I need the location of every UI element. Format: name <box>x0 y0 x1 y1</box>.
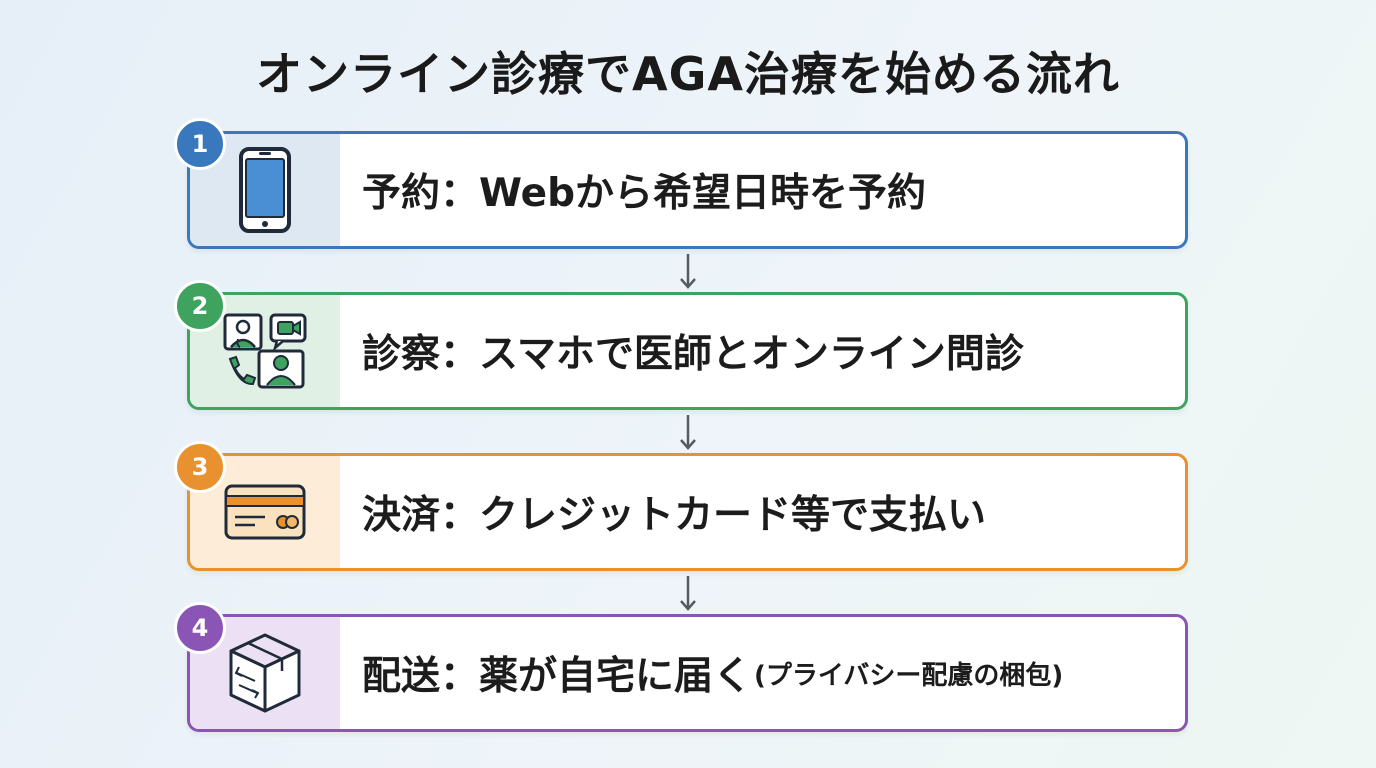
step-card-consultation: 診察：スマホで医師とオンライン問診 <box>187 292 1188 410</box>
step-card-delivery: 配送：薬が自宅に届く(プライバシー配慮の梱包) <box>187 614 1188 732</box>
video-consultation-icon <box>223 313 307 389</box>
step-card-payment: 決済：クレジットカード等で支払い <box>187 453 1188 571</box>
package-box-icon <box>229 633 301 713</box>
step-label: 予約：Webから希望日時を予約 <box>362 171 926 216</box>
step-icon-area <box>190 134 340 246</box>
credit-card-icon <box>224 484 306 540</box>
down-arrow-icon <box>680 576 696 611</box>
step-card-reservation: 予約：Webから希望日時を予約 <box>187 131 1188 249</box>
page-title: オンライン診療でAGA治療を始める流れ <box>256 47 1120 101</box>
down-arrow-icon <box>680 415 696 450</box>
step-number-badge: 4 <box>174 602 226 654</box>
down-arrow-icon <box>680 254 696 289</box>
step-note: (プライバシー配慮の梱包) <box>754 660 1064 691</box>
step-label: 配送：薬が自宅に届く(プライバシー配慮の梱包) <box>362 654 1064 699</box>
step-number-badge: 2 <box>174 280 226 332</box>
smartphone-icon <box>239 147 291 233</box>
step-label: 決済：クレジットカード等で支払い <box>362 493 987 538</box>
step-label: 診察：スマホで医師とオンライン問診 <box>362 332 1024 377</box>
step-number-badge: 3 <box>174 441 226 493</box>
step-number-badge: 1 <box>174 118 226 170</box>
